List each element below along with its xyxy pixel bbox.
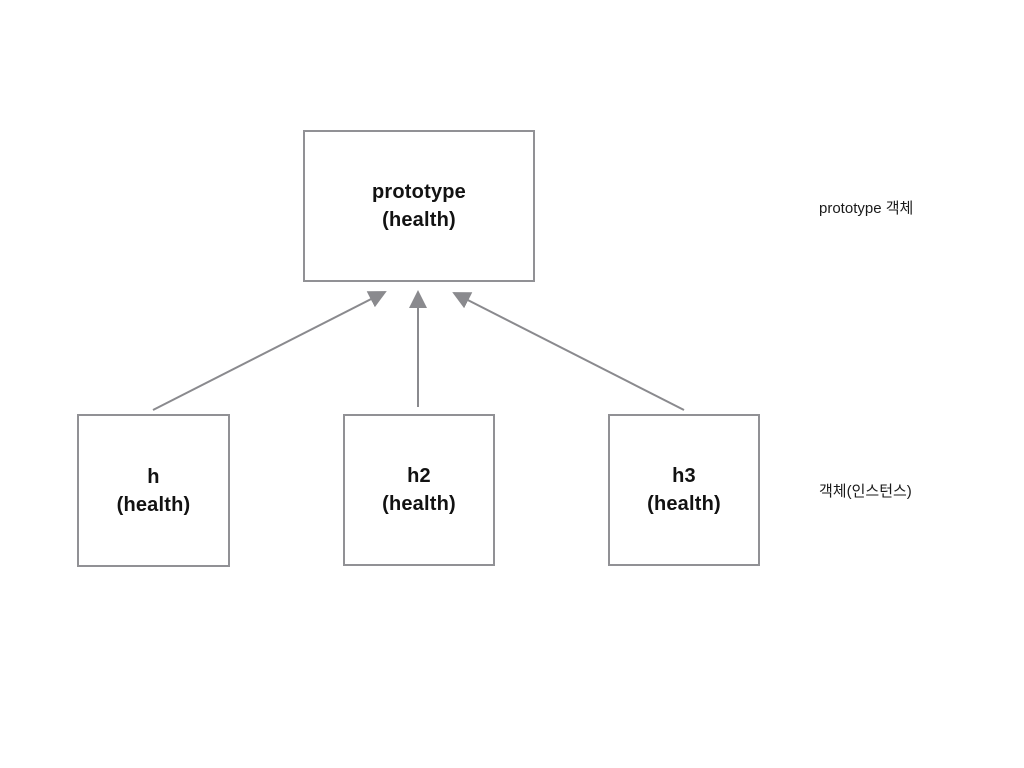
node-prototype-name: prototype	[371, 181, 467, 203]
prototype-object-label: prototype 객체	[819, 200, 914, 217]
node-h-name: h	[147, 465, 160, 488]
node-h3-name: h3	[672, 465, 696, 487]
node-h3: h3 (health)	[608, 414, 760, 566]
node-prototype-detail: (health)	[382, 209, 456, 231]
arrow-h-to-prototype	[152, 291, 387, 411]
instance-label: 객체(인스턴스)	[819, 483, 912, 500]
node-h2-name: h2	[407, 465, 431, 487]
node-h3-detail: (health)	[647, 493, 721, 515]
node-h: h (health)	[77, 414, 230, 567]
node-prototype: prototype (health)	[303, 130, 535, 282]
node-h2: h2 (health)	[343, 414, 495, 566]
node-h2-detail: (health)	[382, 493, 456, 515]
node-h-detail: (health)	[116, 493, 191, 516]
arrow-h3-to-prototype	[452, 292, 685, 411]
